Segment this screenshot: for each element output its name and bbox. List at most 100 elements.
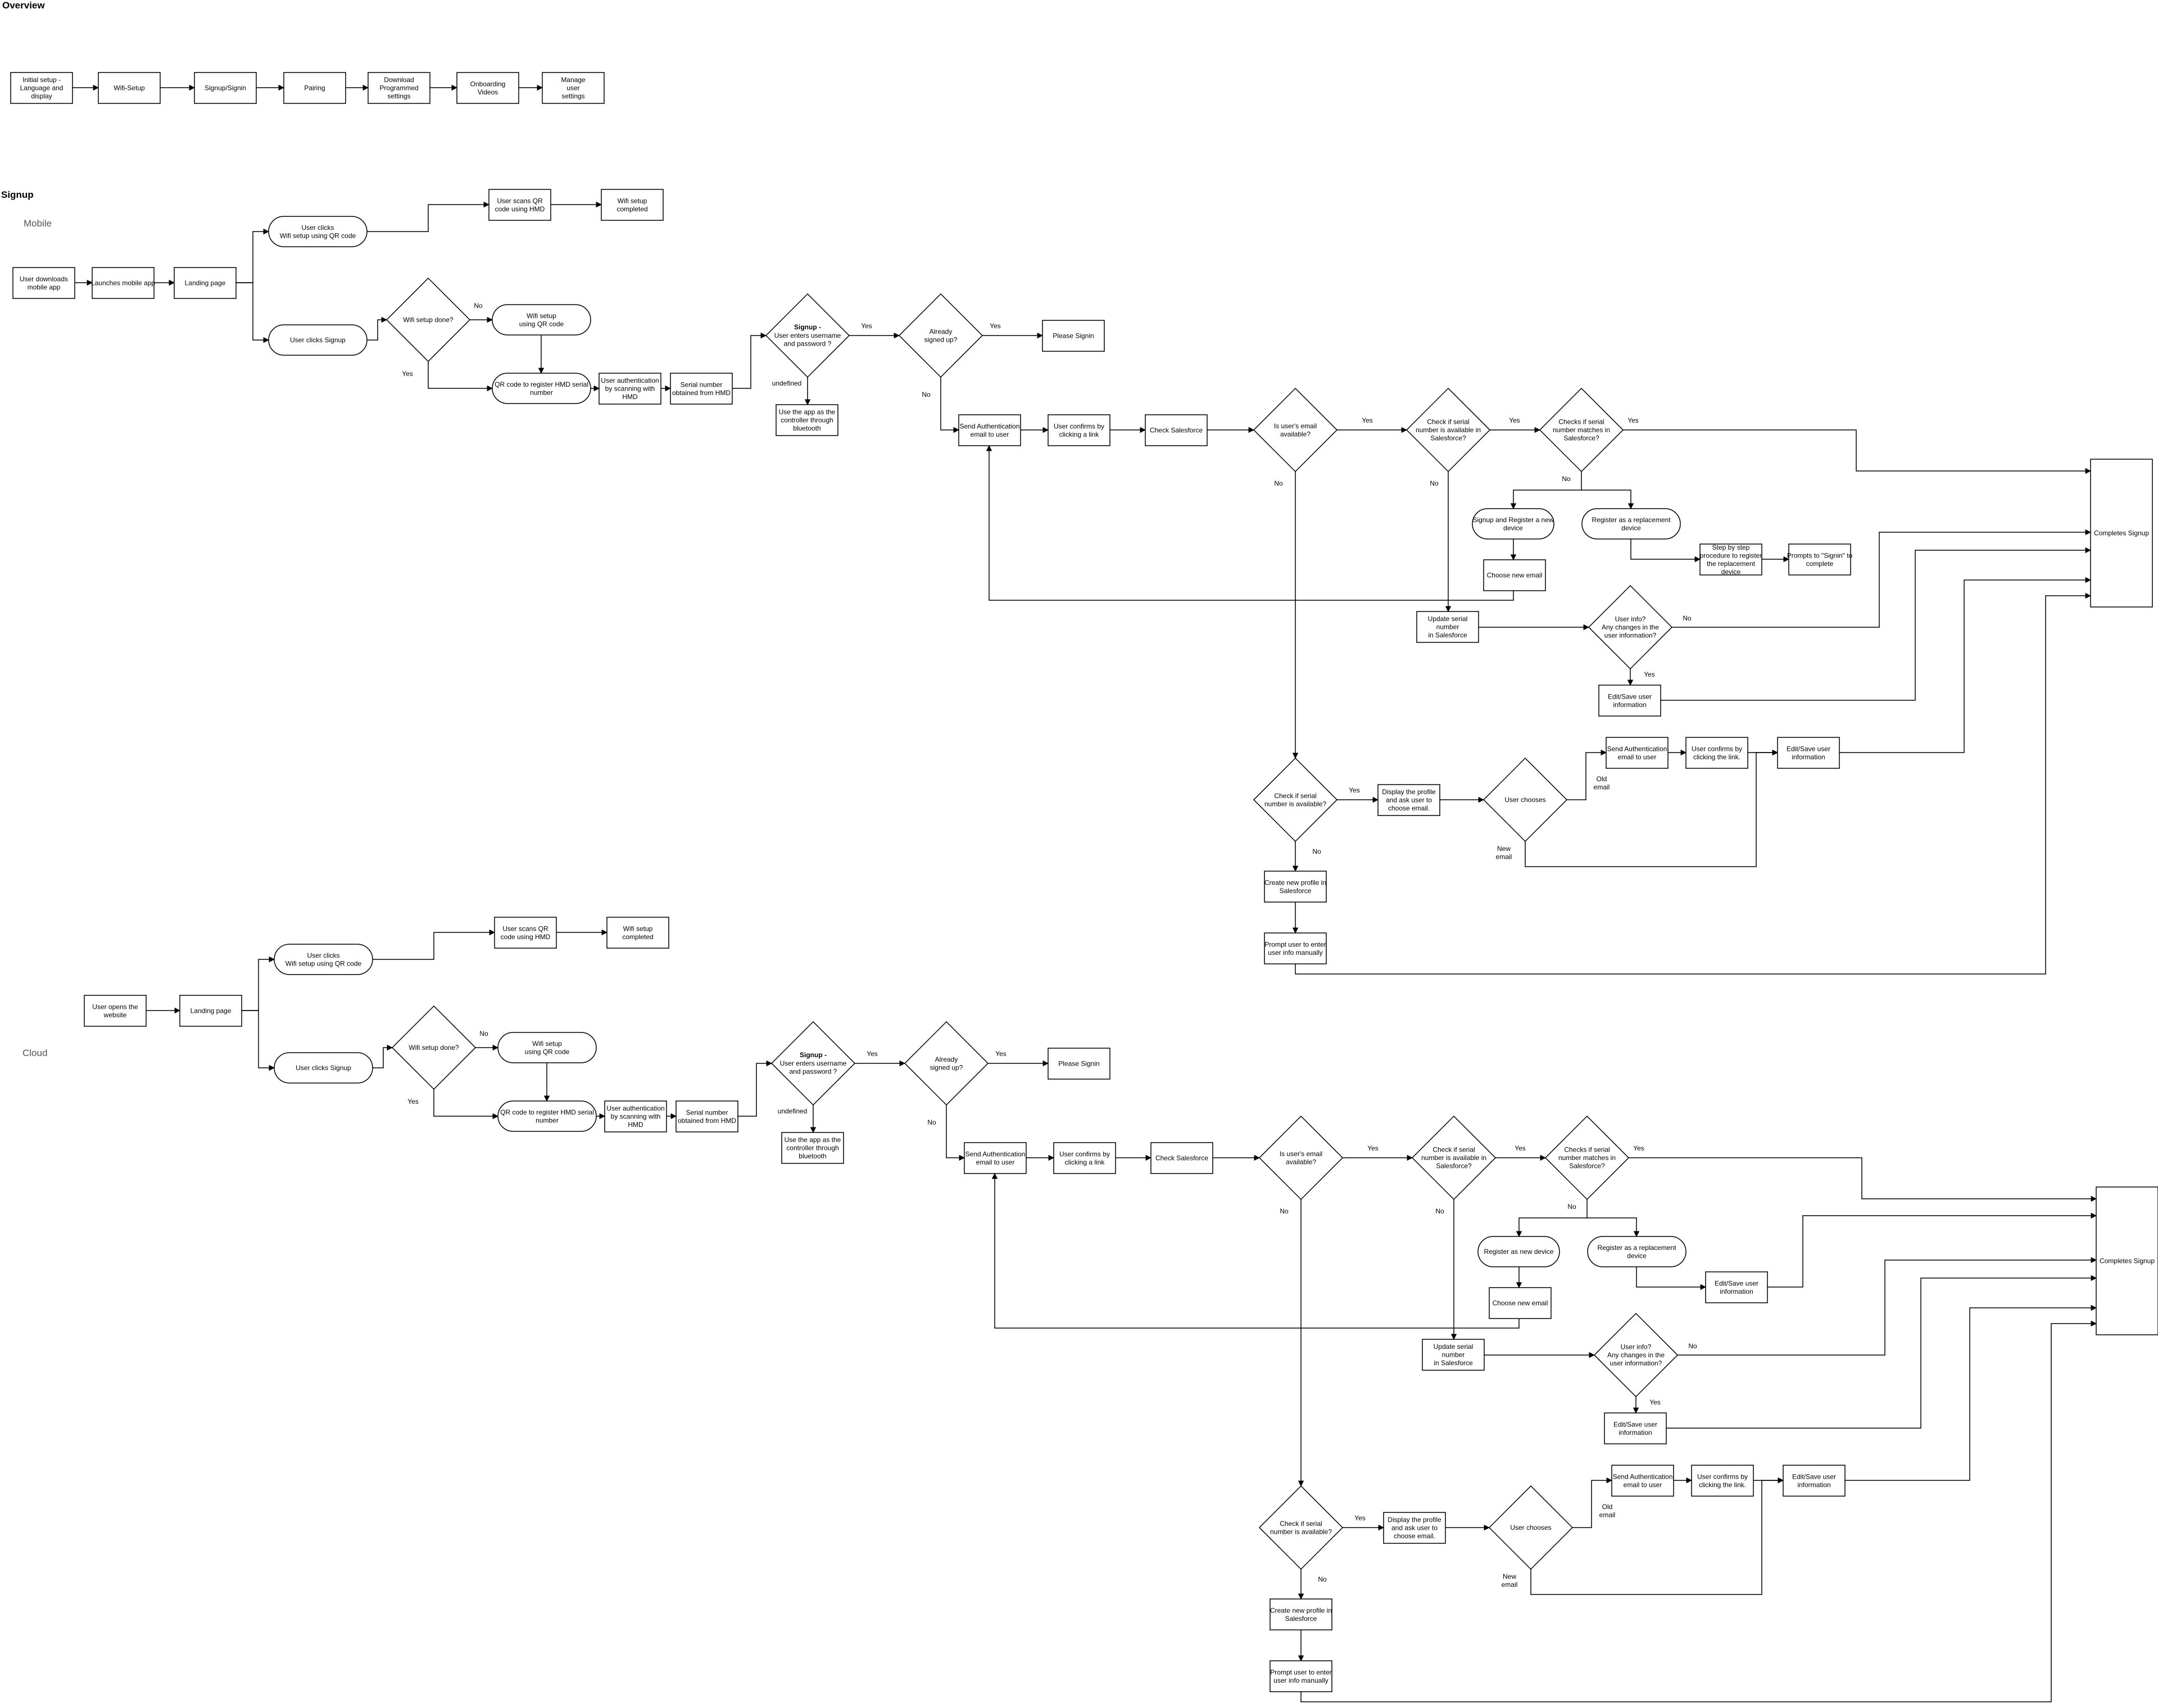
- mobile-please-signin[interactable]: Please Signin: [1042, 320, 1105, 352]
- cloud-register-new-device-pill[interactable]: Register as new device: [1477, 1236, 1560, 1267]
- mobile-clicks-signup-pill[interactable]: User clicks Signup: [268, 324, 368, 356]
- mobile-completes-signup-label: Completes Signup: [2094, 529, 2149, 537]
- cloud-arrow-edit2-completes: [1845, 1304, 2097, 1481]
- cloud-choose-new-email[interactable]: Choose new email: [1489, 1287, 1552, 1319]
- mobile-arrow-replace-step: [1630, 539, 1701, 563]
- cloud-send-auth-2-shape: [1611, 1465, 1674, 1497]
- cloud-arrow-prompt-completes: [1300, 1320, 2097, 1702]
- overview-step-4[interactable]: Pairing: [283, 72, 346, 104]
- mobile-check-sf[interactable]: Check Salesforce: [1145, 414, 1208, 446]
- cloud-clicks-signup-pill[interactable]: User clicks Signup: [274, 1052, 373, 1084]
- cloud-user-chooses-diamond[interactable]: User chooses: [1488, 1485, 1574, 1570]
- mobile-please-signin-label: Please Signin: [1053, 332, 1094, 340]
- cloud-check-sf[interactable]: Check Salesforce: [1150, 1142, 1213, 1174]
- mobile-choose-new-email[interactable]: Choose new email: [1483, 559, 1546, 591]
- cloud-confirm-link-2-shape: [1691, 1465, 1754, 1497]
- cloud-serial-avail-diamond-shape: [1258, 1485, 1344, 1570]
- mobile-launch-app[interactable]: Launches mobile app: [91, 267, 155, 299]
- mobile-label-serialsf-yes: Yes: [1509, 416, 1520, 424]
- overview-step-5-shape: [368, 72, 430, 104]
- cloud-wifi-done-diamond[interactable]: Wifi setup done?: [391, 1005, 477, 1090]
- cloud-opens-website-shape: [84, 995, 147, 1027]
- overview-step-2[interactable]: Wifi-Setup: [98, 72, 161, 104]
- mobile-serial-obtained-shape: [670, 373, 733, 405]
- overview-step-3[interactable]: Signup/Signin: [194, 72, 257, 104]
- mobile-landing-page[interactable]: Landing page: [174, 267, 237, 299]
- overview-heading: Overview: [2, 0, 45, 11]
- cloud-landing-page[interactable]: Landing page: [179, 995, 242, 1027]
- cloud-please-signin[interactable]: Please Signin: [1048, 1048, 1110, 1080]
- mobile-completes-signup[interactable]: Completes Signup: [2090, 459, 2153, 608]
- mobile-wifi-done-diamond[interactable]: Wifi setup done?: [386, 277, 471, 363]
- cloud-completes-signup[interactable]: Completes Signup: [2096, 1186, 2158, 1335]
- cloud-label-serialavail-no: No: [1318, 1575, 1327, 1583]
- mobile-user-chooses-diamond[interactable]: User chooses: [1483, 757, 1568, 842]
- mobile-arrow-match-no-new: [1510, 472, 1582, 510]
